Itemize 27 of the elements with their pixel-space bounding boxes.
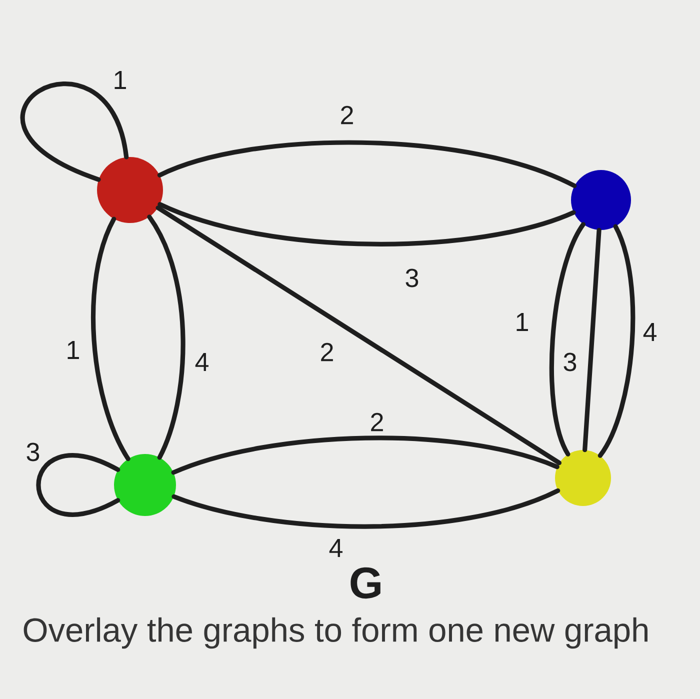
graph-name: G <box>350 567 380 599</box>
edge-label: 3 <box>561 351 579 373</box>
edge-label: 4 <box>193 352 211 372</box>
vertex-dot <box>555 450 611 506</box>
graph-edge <box>582 228 602 452</box>
graph-edge <box>549 222 586 456</box>
vertex-dot <box>114 454 176 516</box>
graph-edge <box>36 453 120 517</box>
graph-edge <box>172 488 560 529</box>
vertex-dot <box>97 157 163 223</box>
edge-label: 1 <box>111 70 129 90</box>
graph-edge <box>90 216 130 462</box>
graph-edge <box>157 140 577 188</box>
edge-label: 4 <box>641 322 659 342</box>
edge-label: 3 <box>403 267 421 289</box>
edge-label: 1 <box>513 312 531 332</box>
edge-label: 4 <box>327 538 345 558</box>
graph-edge <box>147 214 186 460</box>
caption: Overlay the graphs to form one new graph <box>24 617 648 649</box>
edge-label: 1 <box>64 340 82 360</box>
graph-edge <box>598 224 636 458</box>
vertex-dot <box>571 170 631 230</box>
edge-label: 3 <box>24 441 42 463</box>
graph-edge <box>20 82 129 182</box>
graph-edge <box>156 206 562 466</box>
graph-edge <box>158 202 576 246</box>
graph-edge <box>171 436 560 475</box>
